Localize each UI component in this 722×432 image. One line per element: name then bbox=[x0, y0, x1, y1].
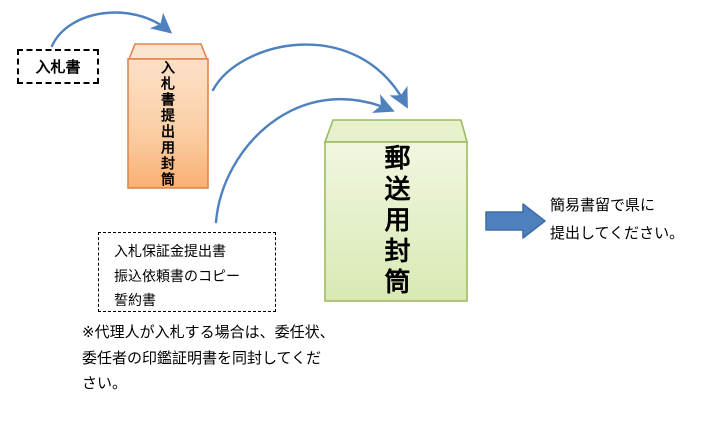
right-block-arrow-shape bbox=[485, 203, 546, 239]
arrow-enclosures-to-mailing-envelope-icon bbox=[214, 94, 395, 224]
enclosure-item: 入札保証金提出書 bbox=[114, 243, 226, 259]
bid-envelope-shape bbox=[127, 43, 209, 189]
mailing-envelope-flap bbox=[323, 119, 469, 143]
mailing-envelope-shape bbox=[323, 119, 469, 302]
submission-instruction-line: 簡易書留で県に bbox=[550, 197, 656, 214]
proxy-note-line: さい。 bbox=[82, 375, 128, 392]
enclosure-item: 誓約書 bbox=[114, 292, 156, 308]
proxy-note-line: ※代理人が入札する場合は、委任状、 bbox=[82, 324, 335, 341]
submission-instruction: 簡易書留で県に 提出してください。 bbox=[550, 192, 720, 248]
proxy-note: ※代理人が入札する場合は、委任状、 委任者の印鑑証明書を同封してくだ さい。 bbox=[82, 320, 372, 397]
bid-envelope-body bbox=[127, 58, 209, 189]
proxy-note-line: 委任者の印鑑証明書を同封してくだ bbox=[82, 349, 322, 367]
bid-document-label: 入札書 bbox=[35, 59, 81, 76]
enclosures-box: 入札保証金提出書 振込依頼書のコピー 誓約書 bbox=[98, 232, 276, 312]
bid-document-box: 入札書 bbox=[17, 49, 99, 84]
right-block-arrow-icon bbox=[485, 203, 546, 239]
arrow-bid-to-bid-envelope-icon bbox=[50, 11, 173, 48]
enclosure-item: 振込依頼書のコピー bbox=[114, 267, 240, 284]
bid-envelope-flap bbox=[127, 43, 209, 60]
mailing-envelope-body bbox=[324, 141, 468, 302]
arrow-bid-envelope-to-mailing-envelope-icon bbox=[211, 43, 408, 109]
submission-instruction-line: 提出してください。 bbox=[550, 225, 685, 242]
